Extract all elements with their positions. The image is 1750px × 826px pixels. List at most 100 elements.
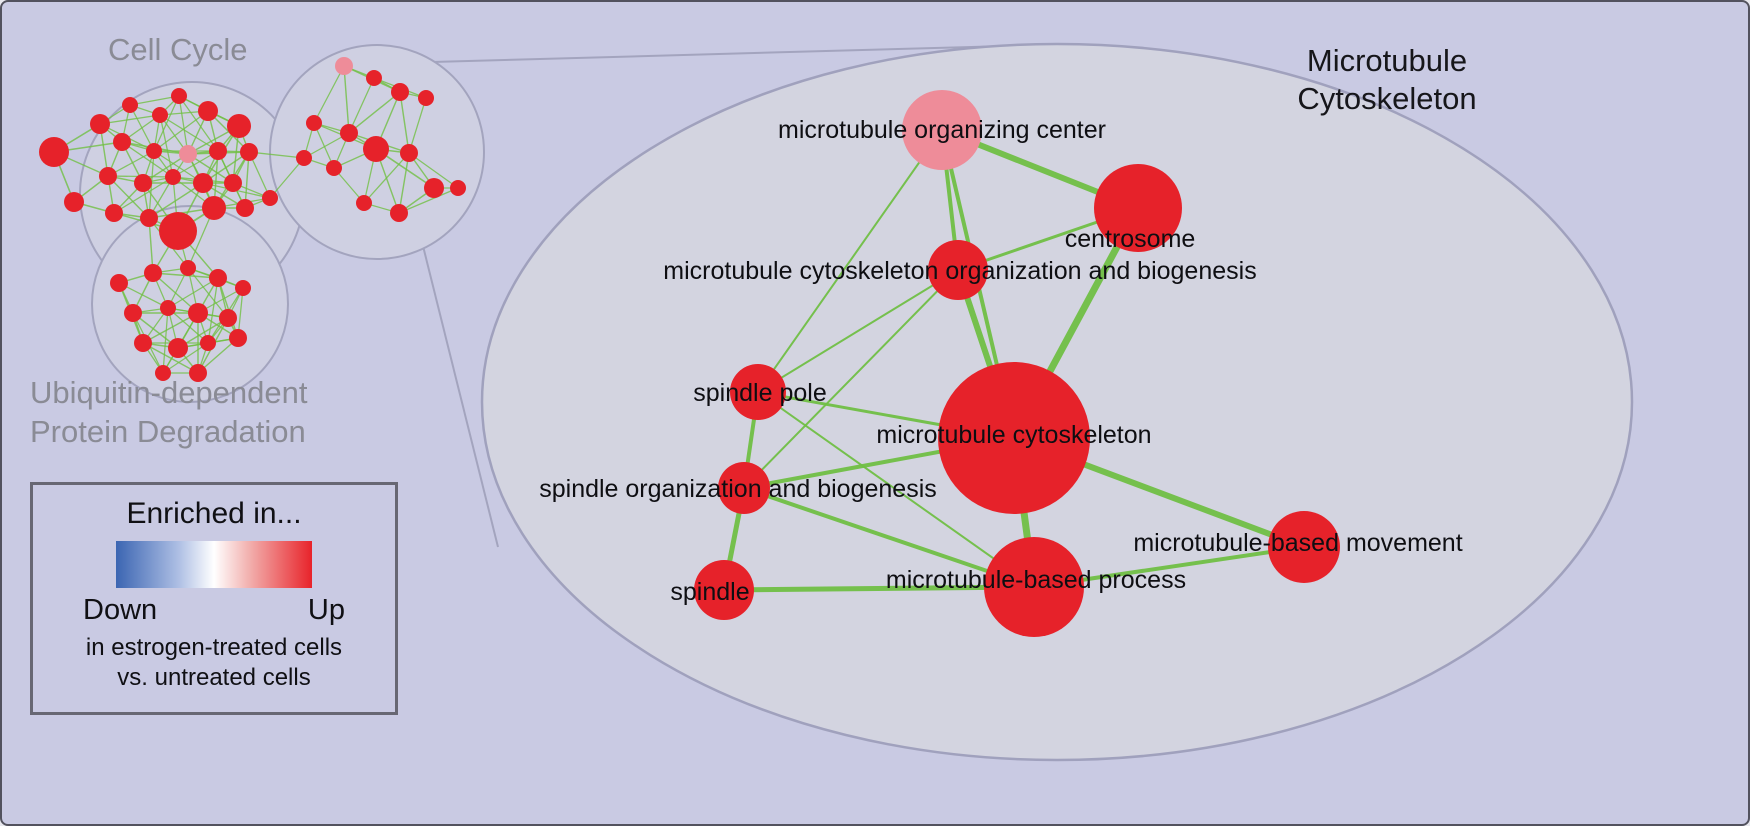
node-mtcob[interactable] xyxy=(928,240,988,300)
overview-edge xyxy=(408,97,427,154)
overview-edge xyxy=(313,122,335,169)
overview-edge xyxy=(399,91,410,154)
overview-node[interactable] xyxy=(424,178,444,198)
overview-edge xyxy=(313,65,345,124)
node-spindle_org[interactable] xyxy=(718,462,770,514)
node-label-spindle_org: spindle organization and biogenesis xyxy=(539,475,937,503)
overview-node[interactable] xyxy=(189,364,207,382)
legend-subtitle-line2: vs. untreated cells xyxy=(117,664,311,692)
overview-node[interactable] xyxy=(124,304,142,322)
overview-node[interactable] xyxy=(202,196,226,220)
edge-moc-spindle_pole xyxy=(757,129,943,393)
node-spindle_pole[interactable] xyxy=(730,364,786,420)
overview-node[interactable] xyxy=(179,145,197,163)
overview-node[interactable] xyxy=(168,338,188,358)
overview-node[interactable] xyxy=(262,190,278,206)
overview-node[interactable] xyxy=(236,199,254,217)
node-centrosome[interactable] xyxy=(1094,164,1182,252)
overview-node[interactable] xyxy=(391,83,409,101)
overview-node[interactable] xyxy=(340,124,358,142)
overview-node[interactable] xyxy=(306,115,322,131)
overview-edge xyxy=(159,114,174,178)
overview-node[interactable] xyxy=(209,142,227,160)
edge-mtcob-spindle_org xyxy=(743,269,959,489)
overview-node[interactable] xyxy=(326,160,342,176)
overview-node[interactable] xyxy=(335,57,353,75)
legend: Enriched in... Down Up in estrogen-treat… xyxy=(30,482,398,715)
overview-node[interactable] xyxy=(229,329,247,347)
overview-edge xyxy=(167,307,209,344)
overview-node[interactable] xyxy=(110,274,128,292)
cluster-label-microtubule-cytoskeleton: Microtubule Cytoskeleton xyxy=(1242,42,1532,118)
node-label-mbp: microtubule-based process xyxy=(886,566,1186,594)
overview-node[interactable] xyxy=(296,150,312,166)
overview-node[interactable] xyxy=(235,280,251,296)
overview-edge xyxy=(398,152,410,214)
overview-edge xyxy=(244,151,250,209)
overview-edge xyxy=(142,312,199,344)
overview-node[interactable] xyxy=(224,174,242,192)
node-spindle[interactable] xyxy=(694,560,754,620)
overview-node[interactable] xyxy=(152,107,168,123)
overview-edge xyxy=(363,152,410,204)
microtubule-title-line2: Cytoskeleton xyxy=(1297,80,1477,116)
overview-edge xyxy=(167,277,219,309)
node-label-spindle_pole: spindle pole xyxy=(693,379,826,407)
overview-node[interactable] xyxy=(209,269,227,287)
overview-edge xyxy=(348,91,401,134)
overview-node[interactable] xyxy=(155,365,171,381)
overview-edge xyxy=(129,95,180,106)
overview-node[interactable] xyxy=(146,143,162,159)
node-mt_cyto[interactable] xyxy=(938,362,1090,514)
overview-node[interactable] xyxy=(188,303,208,323)
overview-node[interactable] xyxy=(356,195,372,211)
overview-node[interactable] xyxy=(113,133,131,151)
overview-edge xyxy=(162,342,209,374)
overview-node[interactable] xyxy=(140,209,158,227)
overview-node[interactable] xyxy=(171,88,187,104)
overview-node[interactable] xyxy=(240,143,258,161)
overview-node[interactable] xyxy=(390,204,408,222)
overview-node[interactable] xyxy=(122,97,138,113)
microtubule-title-line1: Microtubule xyxy=(1306,43,1468,78)
overview-node[interactable] xyxy=(200,335,216,351)
overview-node[interactable] xyxy=(219,309,237,327)
node-mbm[interactable] xyxy=(1268,511,1340,583)
overview-node[interactable] xyxy=(418,90,434,106)
cluster-label-ubiquitin: Ubiquitin-dependent Protein Degradation xyxy=(30,374,308,452)
overview-node[interactable] xyxy=(198,101,218,121)
overview-node[interactable] xyxy=(159,212,197,250)
overview-node[interactable] xyxy=(160,300,176,316)
overview-node[interactable] xyxy=(134,334,152,352)
legend-subtitle-line1: in estrogen-treated cells xyxy=(85,634,343,661)
node-label-mtcob: microtubule cytoskeleton organization an… xyxy=(663,257,1256,285)
cluster-label-cell-cycle: Cell Cycle xyxy=(108,32,248,67)
overview-edge xyxy=(121,141,174,178)
overview-node[interactable] xyxy=(400,144,418,162)
overview-edge xyxy=(99,114,161,125)
overview-node[interactable] xyxy=(64,192,84,212)
overview-node[interactable] xyxy=(180,260,196,276)
overview-node[interactable] xyxy=(90,114,110,134)
overview-node[interactable] xyxy=(144,264,162,282)
overview-edge xyxy=(148,182,204,219)
edge-spindle_org-mbp xyxy=(742,486,1036,589)
overview-node[interactable] xyxy=(227,114,251,138)
overview-node[interactable] xyxy=(105,204,123,222)
overview-node[interactable] xyxy=(450,180,466,196)
overview-node[interactable] xyxy=(165,169,181,185)
overview-cluster-circle xyxy=(91,205,289,403)
node-label-spindle: spindle xyxy=(670,578,749,606)
overview-node[interactable] xyxy=(193,173,213,193)
overview-node[interactable] xyxy=(366,70,382,86)
overview-node[interactable] xyxy=(39,137,69,167)
overview-node[interactable] xyxy=(99,167,117,185)
overview-node[interactable] xyxy=(134,174,152,192)
node-moc[interactable] xyxy=(902,90,982,170)
overview-edge xyxy=(113,176,174,214)
overview-edge xyxy=(207,277,219,344)
legend-up-label: Up xyxy=(307,594,345,626)
node-mbp[interactable] xyxy=(984,537,1084,637)
overview-node[interactable] xyxy=(363,136,389,162)
